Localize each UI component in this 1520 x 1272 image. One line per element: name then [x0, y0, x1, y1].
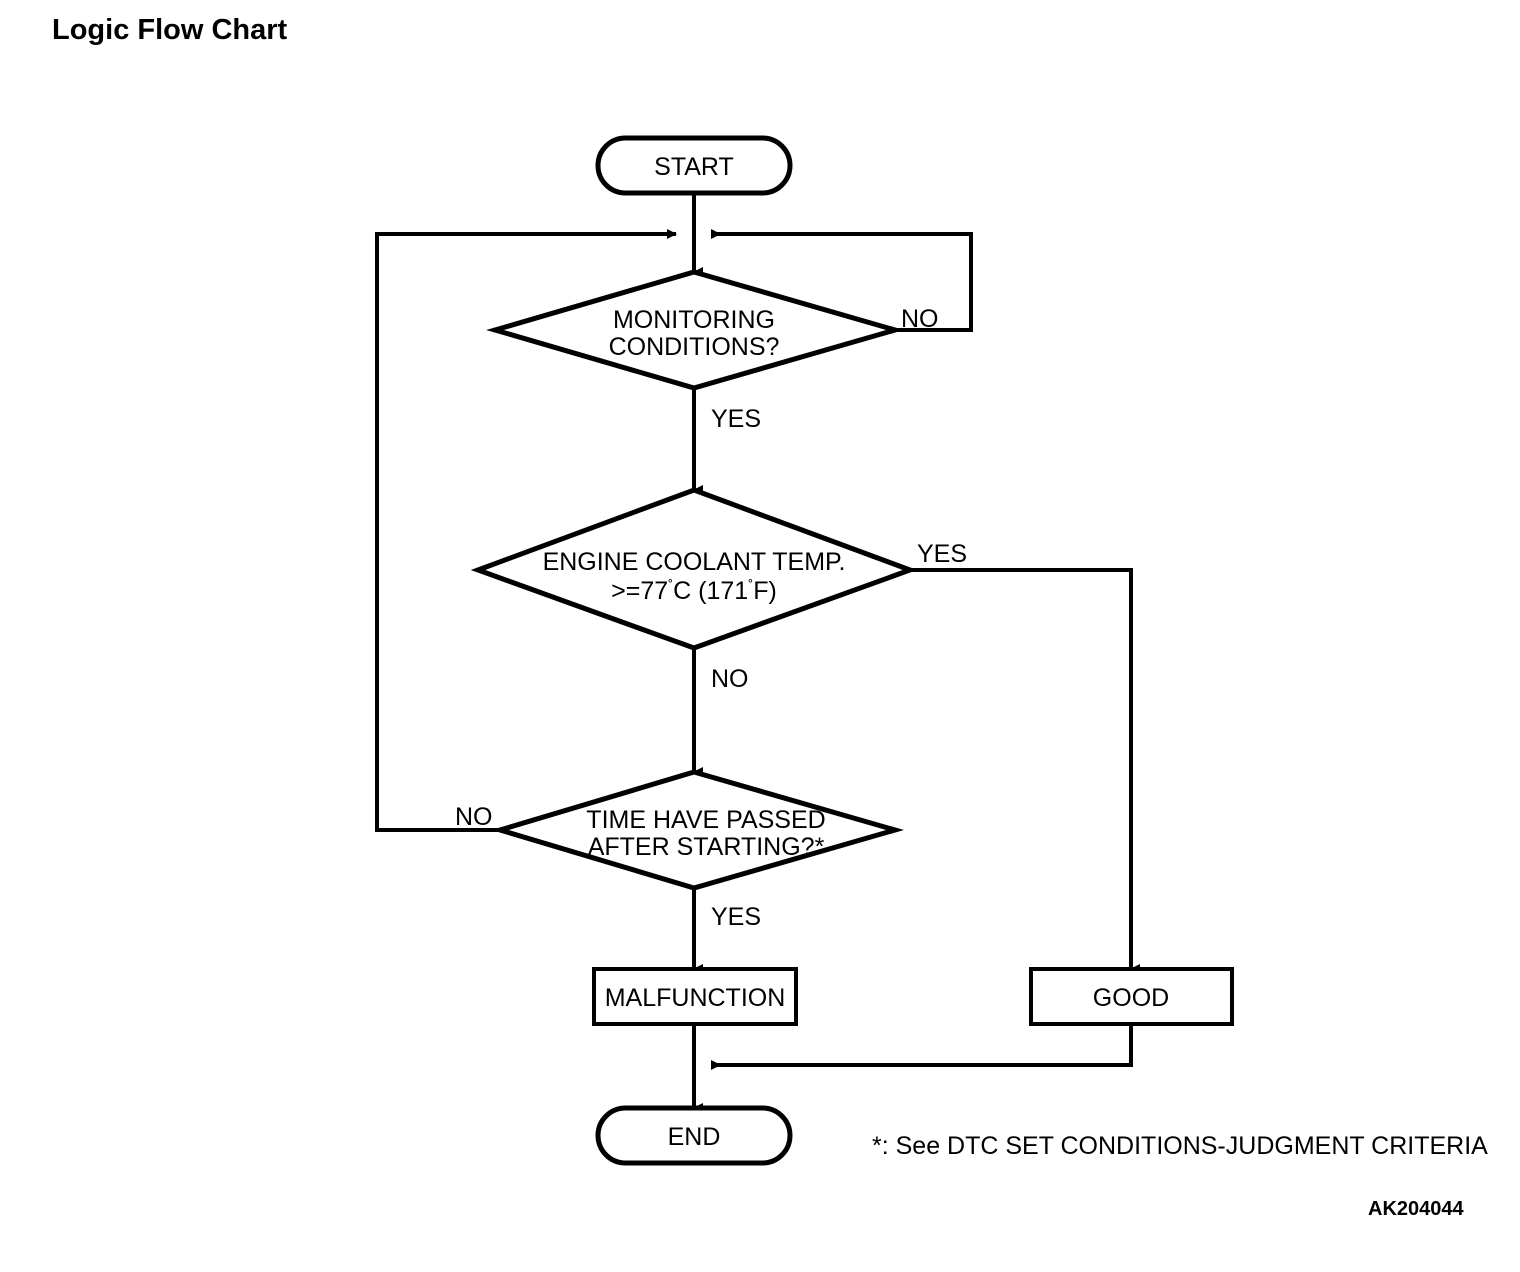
good-shape — [1029, 967, 1234, 1026]
edge-label-time-no: NO — [455, 803, 493, 831]
footnote-dtc-reference: *: See DTC SET CONDITIONS-JUDGMENT CRITE… — [872, 1132, 1488, 1160]
malfunction-label: MALFUNCTION — [605, 984, 786, 1012]
node-engine-coolant-temp: ENGINE COOLANT TEMP. >=77˚C (171˚F) — [470, 487, 918, 651]
coolant-threshold-celsius: >=77 — [611, 577, 668, 605]
coolant-threshold-mid: C (171 — [673, 577, 748, 605]
monitoring-shape — [486, 269, 905, 391]
degree-icon-fahrenheit: ˚ — [748, 578, 753, 595]
start-label: START — [654, 153, 734, 181]
coolant-threshold-fahrenheit: F) — [753, 577, 777, 605]
node-good: GOOD — [1029, 967, 1234, 1026]
edge-label-time-yes: YES — [711, 903, 761, 931]
node-time-have-passed: TIME HAVE PASSED AFTER STARTING?* — [491, 769, 905, 891]
node-end: END — [595, 1105, 793, 1166]
time-label-line1: TIME HAVE PASSED — [586, 806, 825, 834]
edge-label-monitoring-yes: YES — [711, 405, 761, 433]
end-shape — [595, 1105, 793, 1166]
node-malfunction: MALFUNCTION — [592, 967, 798, 1026]
edge-time-no-feedback-loop — [375, 229, 677, 832]
coolant-label-line2: >=77˚C (171˚F) — [611, 577, 777, 605]
malfunction-shape — [592, 967, 798, 1026]
page-title: Logic Flow Chart — [52, 14, 288, 46]
edge-good-to-end-merge — [711, 1024, 1133, 1070]
time-label-line2: AFTER STARTING?* — [588, 833, 825, 861]
edge-label-monitoring-no: NO — [901, 305, 939, 333]
edge-label-coolant-yes: YES — [917, 540, 967, 568]
monitoring-label-line1: MONITORING — [613, 306, 775, 334]
edge-monitoring-no-feedback-loop — [711, 229, 973, 332]
coolant-label-line1: ENGINE COOLANT TEMP. — [543, 548, 846, 576]
time-shape — [491, 769, 905, 891]
coolant-shape — [470, 487, 918, 651]
edge-label-coolant-no: NO — [711, 665, 749, 693]
node-monitoring-conditions: MONITORING CONDITIONS? — [486, 269, 905, 391]
good-label: GOOD — [1093, 984, 1169, 1012]
figure-code: AK204044 — [1368, 1198, 1464, 1220]
node-start: START — [595, 135, 793, 196]
edge-coolant-yes-to-good — [910, 568, 1140, 974]
monitoring-label-line2: CONDITIONS? — [609, 333, 780, 361]
end-label: END — [668, 1123, 721, 1151]
degree-icon-celsius: ˚ — [668, 578, 673, 595]
start-shape — [595, 135, 793, 196]
